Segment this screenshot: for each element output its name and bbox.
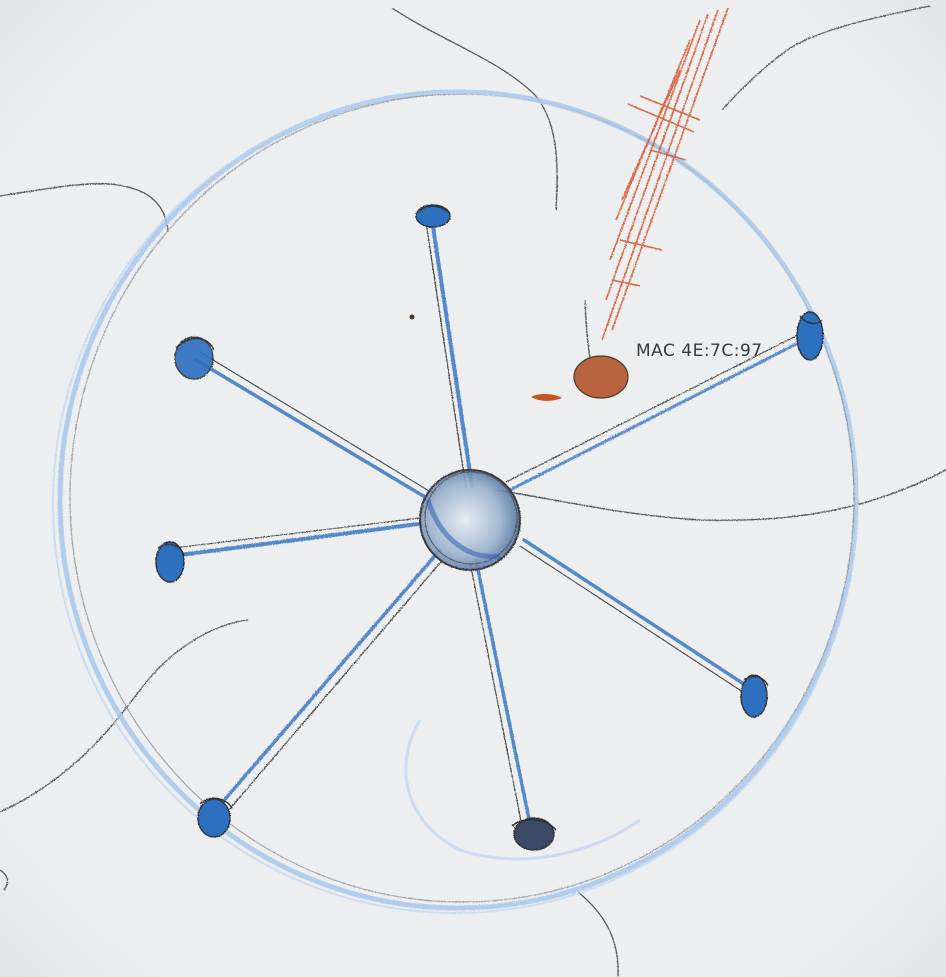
satellite-node-top-right xyxy=(797,312,823,360)
pencil-dot xyxy=(410,315,415,320)
satellite-node-lower-right xyxy=(741,675,768,717)
satellite-node-top xyxy=(416,205,450,227)
satellite-node-upper-left xyxy=(175,337,214,379)
satellite-node-left xyxy=(156,542,184,582)
mac-address-label: MAC 4E:7C:97 xyxy=(636,341,763,361)
hub-node xyxy=(420,470,520,570)
